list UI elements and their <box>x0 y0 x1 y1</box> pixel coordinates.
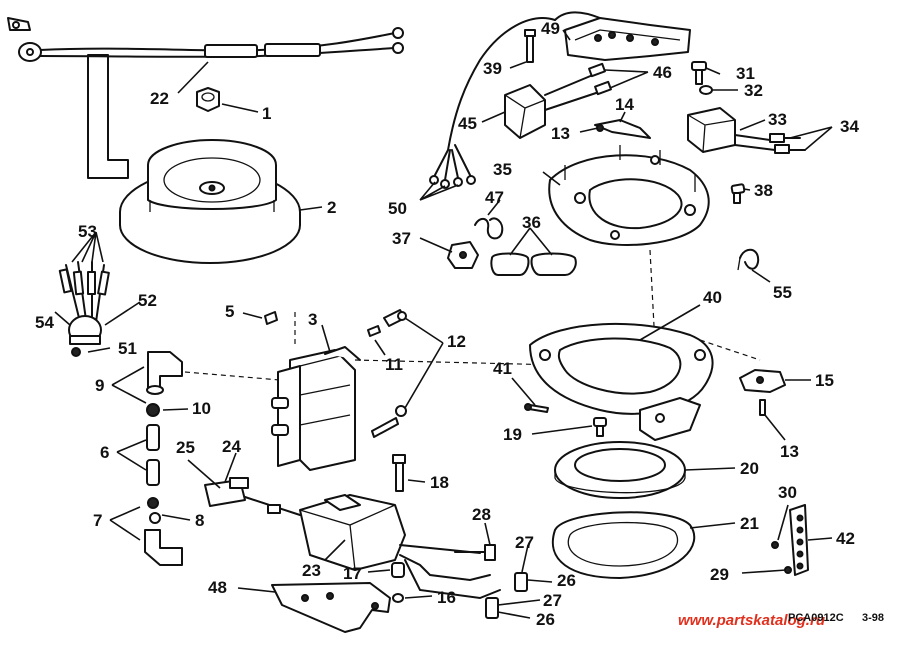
callout-21: 21 <box>740 514 759 533</box>
part-41-screw <box>524 403 549 413</box>
callout-25: 25 <box>176 438 195 457</box>
callout-42: 42 <box>836 529 855 548</box>
callout-35: 35 <box>493 160 512 179</box>
callout-49: 49 <box>541 19 560 38</box>
callout-36: 36 <box>522 213 541 232</box>
part-6-sleeves <box>146 424 160 486</box>
callout-27b: 27 <box>543 591 562 610</box>
part-47-spring <box>474 217 504 240</box>
part-3-coil-assembly <box>184 311 361 471</box>
part-40-armature-plate <box>354 249 761 441</box>
part-22-wiring-harness <box>7 17 404 179</box>
callout-23: 23 <box>302 561 321 580</box>
part-17-bushing <box>391 562 405 603</box>
part-9-elbow-boot <box>146 351 183 417</box>
part-2-flywheel <box>119 139 301 264</box>
callout-24: 24 <box>222 437 241 456</box>
callout-31: 31 <box>736 64 755 83</box>
callout-8: 8 <box>195 511 204 530</box>
callout-13b: 13 <box>780 442 799 461</box>
callout-1: 1 <box>262 104 271 123</box>
callout-52: 52 <box>138 291 157 310</box>
callout-17: 17 <box>343 564 362 583</box>
callout-46: 46 <box>653 63 672 82</box>
callout-13a: 13 <box>551 124 570 143</box>
part-19-screw <box>593 417 607 437</box>
callout-2: 2 <box>327 198 336 217</box>
callout-32: 32 <box>744 81 763 100</box>
callout-29: 29 <box>710 565 729 584</box>
part-38-screw <box>730 183 746 204</box>
callout-9: 9 <box>95 376 104 395</box>
callout-11: 11 <box>385 355 403 374</box>
part-49-timer-base <box>429 11 691 189</box>
callout-28: 28 <box>472 505 491 524</box>
callout-41: 41 <box>493 359 512 378</box>
callout-33: 33 <box>768 110 787 129</box>
callout-16: 16 <box>437 588 456 607</box>
part-52-switch <box>58 261 110 357</box>
callout-53: 53 <box>78 222 97 241</box>
callout-6: 6 <box>100 443 109 462</box>
part-33-sensor <box>687 61 806 154</box>
part-35-timer-base-plate <box>548 145 710 246</box>
callout-14: 14 <box>615 95 634 114</box>
part-42-terminal-block <box>771 504 809 576</box>
part-37-plug <box>447 241 479 269</box>
callout-7: 7 <box>93 511 102 530</box>
part-14-clip <box>594 119 651 139</box>
callout-12: 12 <box>447 332 466 351</box>
leader-lines <box>54 29 833 619</box>
part-21-retaining-ring <box>551 511 696 579</box>
part-15-cover <box>739 369 786 416</box>
part-55-clip <box>737 248 760 271</box>
callout-numbers: 22 1 2 3 5 11 12 18 53 54 52 51 9 10 6 7… <box>35 19 859 629</box>
callout-34: 34 <box>840 117 859 136</box>
callout-40: 40 <box>703 288 722 307</box>
part-48-bracket <box>271 582 391 633</box>
callout-15: 15 <box>815 371 834 390</box>
callout-37: 37 <box>392 229 411 248</box>
callout-47: 47 <box>485 188 504 207</box>
part-20-retainer <box>554 441 686 499</box>
callout-26a: 26 <box>557 571 576 590</box>
callout-51: 51 <box>118 339 137 358</box>
callout-26b: 26 <box>536 610 555 629</box>
part-39-screw <box>524 29 536 63</box>
part-23-power-pack <box>299 494 501 600</box>
figure-code: PCA0912C <box>788 612 844 624</box>
part-46-terminals <box>544 62 612 111</box>
callout-22: 22 <box>150 89 169 108</box>
part-12-screws <box>367 309 407 438</box>
callout-5: 5 <box>225 302 234 321</box>
callout-30: 30 <box>778 483 797 502</box>
part-26-terminal <box>485 572 528 619</box>
callout-45: 45 <box>458 114 477 133</box>
callout-3: 3 <box>308 310 317 329</box>
callout-54: 54 <box>35 313 54 332</box>
part-18-bolt <box>392 454 406 492</box>
callout-38: 38 <box>754 181 773 200</box>
watermark-text: www.partskatalog.ru <box>678 612 825 629</box>
part-36-sleeves <box>490 252 577 276</box>
callout-55: 55 <box>773 283 792 302</box>
part-7-elbow-boot <box>144 497 183 566</box>
part-45-sensor <box>504 84 546 139</box>
part-28-terminal <box>454 544 496 561</box>
callout-20: 20 <box>740 459 759 478</box>
callout-39: 39 <box>483 59 502 78</box>
callout-27a: 27 <box>515 533 534 552</box>
part-1-flywheel-nut <box>196 87 220 112</box>
callout-19: 19 <box>503 425 522 444</box>
callout-18: 18 <box>430 473 449 492</box>
part-24-connector <box>204 477 301 516</box>
date-code: 3-98 <box>862 612 884 624</box>
callout-10: 10 <box>192 399 211 418</box>
callout-50: 50 <box>388 199 407 218</box>
callout-48: 48 <box>208 578 227 597</box>
